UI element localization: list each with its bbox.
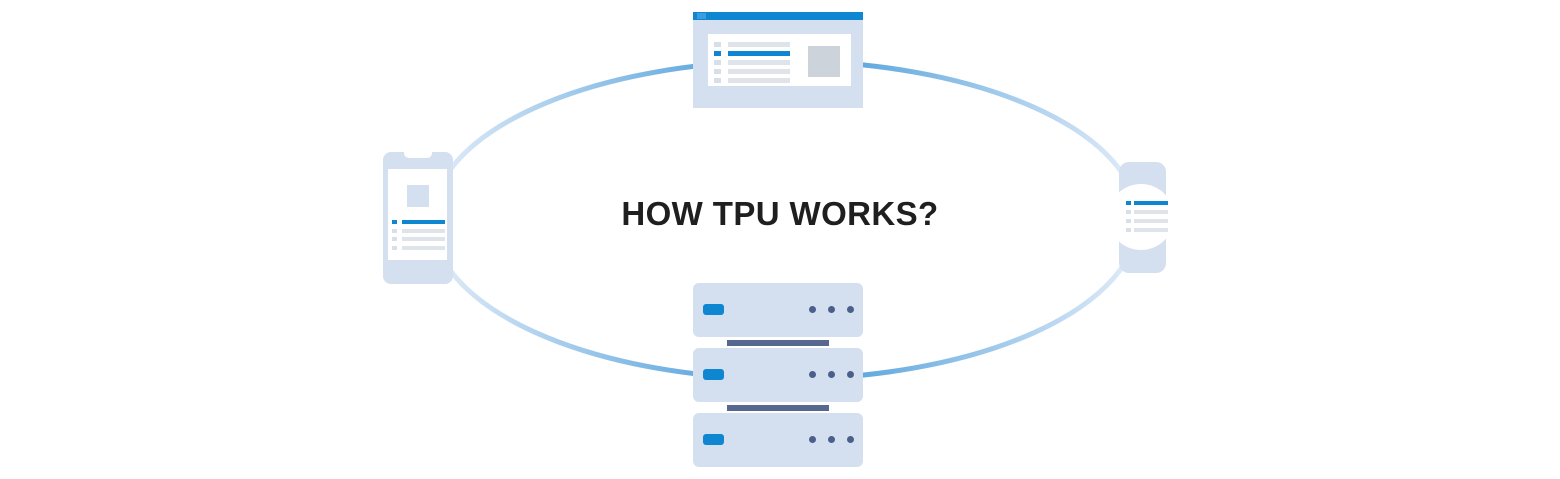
phone-notch: [404, 152, 432, 158]
smartwatch-icon: [1108, 162, 1174, 273]
server-unit: [693, 413, 863, 467]
server-dot-icon: [809, 306, 816, 313]
list-bullet-icon: [1126, 201, 1131, 205]
list-bullet-icon: [1126, 219, 1131, 223]
list-line: [1126, 219, 1168, 223]
server-led-icon: [703, 434, 724, 445]
server-stack-icon: [693, 283, 863, 467]
list-line: [392, 228, 445, 233]
list-line: [714, 60, 790, 65]
list-line-bar: [1134, 210, 1168, 214]
server-dot-icon: [809, 436, 816, 443]
list-line-bar: [728, 60, 790, 65]
list-bullet-icon: [1126, 210, 1131, 214]
server-dot-icon: [847, 371, 854, 378]
browser-titlebar: [693, 12, 863, 20]
list-bullet-icon: [714, 60, 721, 65]
list-line: [714, 69, 790, 74]
server-dots: [809, 371, 854, 378]
server-connector: [727, 339, 829, 346]
server-connector: [727, 404, 829, 411]
watch-face: [1108, 184, 1174, 250]
list-line: [714, 42, 790, 47]
browser-text-lines: [714, 42, 790, 87]
list-bullet-icon: [714, 51, 721, 56]
list-line-bar: [402, 245, 445, 250]
list-line-bar: [1134, 219, 1168, 223]
phone-icon: [383, 152, 453, 284]
list-line-bar: [728, 42, 790, 47]
list-line: [714, 51, 790, 56]
list-line-bar: [402, 237, 445, 241]
diagram-title: HOW TPU WORKS?: [621, 195, 939, 232]
image-placeholder: [406, 185, 429, 207]
list-bullet-icon: [392, 237, 397, 241]
server-dot-icon: [847, 306, 854, 313]
list-line: [392, 237, 445, 241]
list-bullet-icon: [714, 69, 721, 74]
list-line-bar: [402, 228, 445, 233]
list-line: [1126, 201, 1168, 205]
list-line: [392, 245, 445, 250]
list-line: [392, 220, 445, 224]
list-line-bar: [728, 51, 790, 56]
server-unit: [693, 348, 863, 402]
server-unit: [693, 283, 863, 337]
list-line-bar: [728, 78, 790, 83]
list-bullet-icon: [392, 245, 397, 250]
phone-screen: [388, 169, 447, 260]
list-bullet-icon: [714, 42, 721, 47]
server-dot-icon: [828, 371, 835, 378]
list-line-bar: [728, 69, 790, 74]
server-dots: [809, 306, 854, 313]
list-bullet-icon: [392, 220, 397, 224]
server-dot-icon: [828, 436, 835, 443]
window-control-icon: [697, 13, 706, 19]
image-placeholder: [808, 46, 840, 77]
server-dot-icon: [828, 306, 835, 313]
list-line: [1126, 228, 1168, 232]
list-bullet-icon: [714, 78, 721, 83]
server-dots: [809, 436, 854, 443]
server-dot-icon: [847, 436, 854, 443]
list-bullet-icon: [1126, 228, 1131, 232]
server-led-icon: [703, 369, 724, 380]
list-line: [714, 78, 790, 83]
browser-page: [708, 34, 851, 86]
list-line-bar: [402, 220, 445, 224]
phone-text-lines: [392, 220, 445, 254]
list-line-bar: [1134, 228, 1168, 232]
server-led-icon: [703, 304, 724, 315]
list-line: [1126, 210, 1168, 214]
server-dot-icon: [809, 371, 816, 378]
desktop-browser-icon: [693, 12, 863, 108]
list-line-bar: [1134, 201, 1168, 205]
watch-text-lines: [1126, 201, 1168, 237]
list-bullet-icon: [392, 228, 397, 233]
